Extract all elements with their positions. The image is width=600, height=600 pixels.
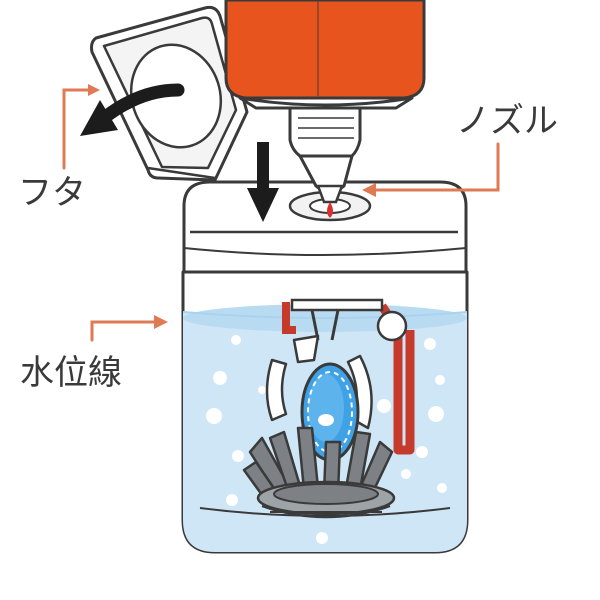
contact-lens <box>300 362 360 462</box>
water-line-leader <box>90 320 160 342</box>
water-line-label: 水位線 <box>20 353 122 393</box>
nozzle-label: ノズル <box>456 101 558 141</box>
solution-bottle <box>224 0 426 218</box>
lens-holder <box>282 298 415 455</box>
basket-base <box>256 480 396 519</box>
insert-arrow-icon <box>247 142 279 222</box>
lens-basket-cage <box>265 334 373 430</box>
lid-leader <box>62 88 94 170</box>
solution-drop <box>327 202 333 218</box>
nozzle-leader <box>370 142 500 192</box>
lid-open-arrow-icon <box>80 83 185 136</box>
leader-lines <box>62 84 500 342</box>
lid-label: フタ <box>18 173 86 213</box>
bubbles <box>206 335 447 544</box>
case-cap <box>182 180 468 274</box>
